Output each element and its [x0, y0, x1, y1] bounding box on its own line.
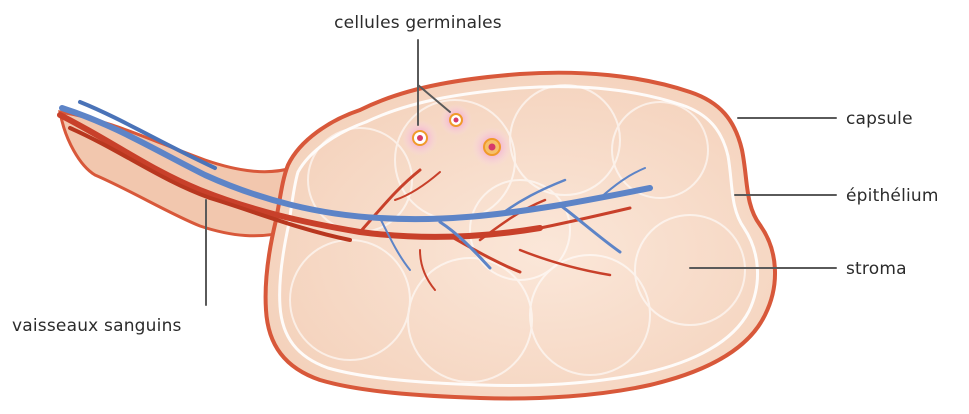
- epithelium-label: épithélium: [846, 186, 939, 206]
- germ-cells-label: cellules germinales: [334, 13, 502, 33]
- vessels-label: vaisseaux sanguins: [12, 316, 182, 336]
- capsule-label: capsule: [846, 109, 913, 129]
- germ-cell-3: [472, 127, 512, 167]
- germ-cell-1: [402, 120, 438, 156]
- stroma-label: stroma: [846, 259, 907, 279]
